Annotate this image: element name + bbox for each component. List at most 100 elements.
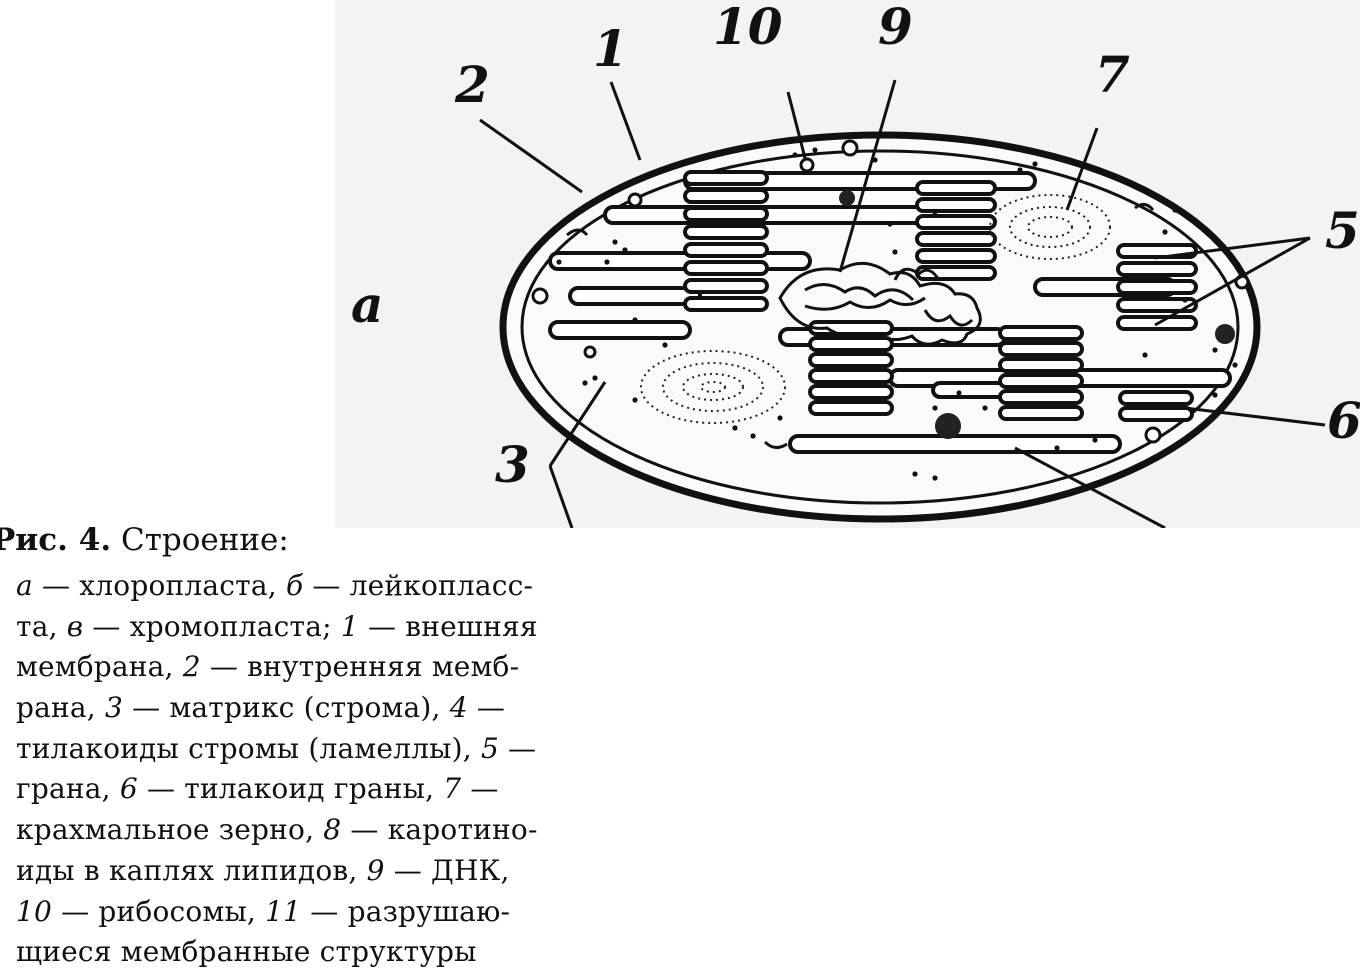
granum-thylakoid [683,170,769,186]
caption-text: щиеся мембранные структуры [16,935,477,969]
ribosome-dot [632,317,638,323]
granum-thylakoid [683,242,769,258]
caption-text: мембрана, [16,650,183,684]
caption-text: — рибосомы, [52,894,266,928]
callout-9: 9 [878,0,913,56]
caption-term: 10 [16,894,53,928]
caption-text: — каротино- [341,813,538,847]
caption-text: — лейкопласс- [303,569,534,602]
ribosome-dot [1054,445,1060,451]
ribosome-dot [982,405,988,411]
leader-lines [479,79,1326,528]
ribosome-dot [792,152,798,158]
granum-thylakoid [808,384,894,400]
caption-term: 5 [480,731,499,765]
starch-grains [640,194,1111,424]
caption-line: щиеся мембранные структуры [16,932,636,973]
caption-text: — матрикс (строма), [123,691,450,725]
ribosome-dot [1212,347,1218,353]
granum-thylakoid [998,389,1084,405]
lipid-droplets [531,139,1250,444]
callout-3: 3 [495,435,530,494]
chloroplast-diagram-panel: а 1 2 3 5 6 7 9 10 [335,0,1360,528]
ribosome-dot [912,471,918,477]
callout-1: 1 [593,19,628,78]
caption-term: в [66,609,84,643]
granum-thylakoid [1116,297,1198,313]
stroma-lamella [603,205,937,225]
caption-title: Рис. 4. Строение: [0,520,289,560]
ribosome-dot [622,247,628,253]
chloroplast-diagram: а 1 2 3 5 6 7 9 10 [351,0,1360,528]
caption-line: рана, 3 — матрикс (строма), 4 — [16,688,636,729]
panel-letter: а [351,275,383,334]
granum-thylakoid [998,373,1084,389]
ribosome-dot [887,221,893,227]
caption-term: 6 [119,772,138,806]
caption-text: — [498,731,537,765]
granum-thylakoid [1118,406,1194,422]
ribosome-dot [1182,297,1188,303]
caption-term: 7 [443,772,462,806]
caption-text: — разрушаю- [301,894,511,928]
granum-thylakoid [915,214,997,230]
caption-text: — ДНК, [384,853,510,887]
ribosome-dot [1162,229,1168,235]
granum-thylakoid [1116,279,1198,295]
granum-thylakoid [998,357,1084,373]
ribosome-dot [777,415,783,421]
ribosome-dot [556,259,562,265]
caption-text: — тилакоид граны, [137,772,444,806]
granum-thylakoid [683,188,769,204]
ribosome-dot [1212,392,1218,398]
caption-text: крахмальное зерно, [16,813,324,847]
callout-7: 7 [1095,45,1130,104]
caption-text: — хромопласта; [83,609,341,643]
caption-term: 11 [265,894,302,928]
ribosome-dot [932,475,938,481]
ribosome-dot [582,380,588,386]
caption-heading: Строение: [121,522,289,558]
granum-thylakoid [683,278,769,294]
inner-membrane [520,149,1240,505]
caption-term: б [285,569,304,602]
caption-line: грана, 6 — тилакоид граны, 7 — [16,769,636,810]
ribosome-dot [1142,352,1148,358]
stroma-lamella [548,251,812,271]
granum-thylakoid [683,296,769,312]
ribosome-dot [812,147,818,153]
ribosome-dot [956,390,962,396]
caption-term: 3 [104,691,123,725]
figure-number: Рис. 4. [0,522,112,558]
granum-thylakoid [808,352,894,368]
granum-thylakoid [808,336,894,352]
callout-5: 5 [1325,201,1360,260]
granum-thylakoid [998,405,1084,421]
caption-term: 9 [366,853,385,887]
caption-line: а — хлоропласта, б — лейкопласс- [16,566,636,607]
caption-text: та, [16,609,67,643]
callout-6: 6 [1327,391,1360,450]
caption-line: мембрана, 2 — внутренняя мемб- [16,647,636,688]
caption-term: 4 [449,691,468,725]
granum-thylakoid [683,206,769,222]
caption-line: 10 — рибосомы, 11 — разрушаю- [16,892,636,933]
caption-term: а [16,569,33,602]
granum-thylakoid [998,341,1084,357]
ribosome-dot [1162,199,1168,205]
callout-2: 2 [454,55,490,114]
caption-text: — [461,772,499,806]
caption-line: иды в каплях липидов, 9 — ДНК, [16,851,636,892]
granum-thylakoid [915,197,997,213]
ribosome-dot [732,425,738,431]
dna-nucleoid [778,262,982,346]
ribosome-dot [1232,362,1238,368]
granum-thylakoid [683,224,769,240]
caption-term: 1 [340,609,359,643]
caption-term: 2 [182,650,201,684]
plastoglobules [839,190,1235,439]
caption-text: тилакоиды стромы (ламеллы), [16,731,481,765]
granum-thylakoid [915,180,997,196]
ribosome-dot [592,375,598,381]
ribosome-dot [932,405,938,411]
